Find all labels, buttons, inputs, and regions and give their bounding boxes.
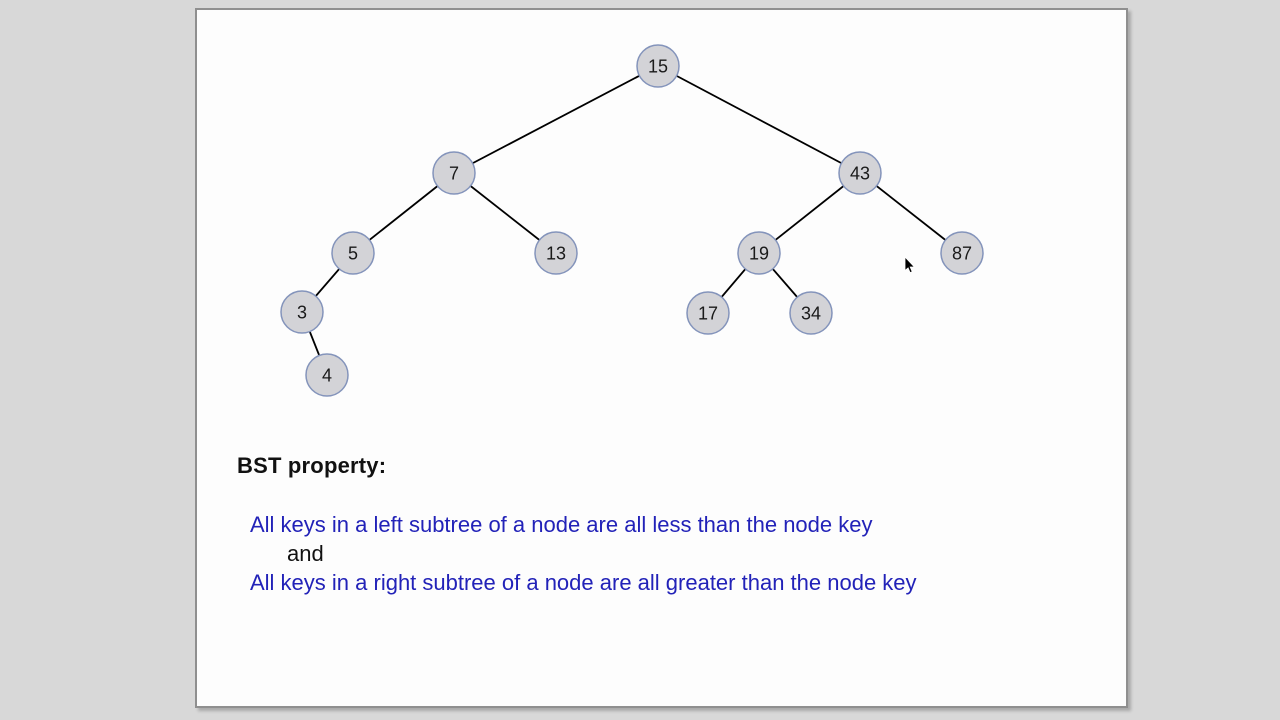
tree-node-34: 34 [789, 291, 833, 335]
bst-property-heading: BST property: [237, 453, 387, 478]
tree-edge-15-43 [657, 65, 861, 174]
tree-node-5: 5 [331, 231, 375, 275]
tree-node-circle [686, 291, 730, 335]
property-line: All keys in a left subtree of a node are… [250, 512, 873, 537]
tree-node-17: 17 [686, 291, 730, 335]
tree-node-87: 87 [940, 231, 984, 275]
tree-node-circle [636, 44, 680, 88]
slide-canvas: 15 7 43 5 13 19 87 3 17 34 4 BST property: All key… [195, 8, 1128, 708]
tree-edge-43-19 [758, 172, 861, 254]
tree-edge-19-34 [758, 252, 812, 314]
tree-node-circle [789, 291, 833, 335]
tree-node-label: 13 [546, 243, 566, 263]
tree-node-label: 7 [449, 163, 459, 183]
tree-node-label: 17 [698, 303, 718, 323]
tree-node-label: 4 [322, 365, 332, 385]
tree-node-label: 15 [648, 56, 668, 76]
tree-node-label: 43 [850, 163, 870, 183]
tree-node-label: 87 [952, 243, 972, 263]
tree-edge-5-3 [301, 252, 354, 313]
tree-node-circle [305, 353, 349, 397]
tree-node-4: 4 [305, 353, 349, 397]
tree-edge-7-5 [352, 172, 455, 254]
tree-node-label: 19 [749, 243, 769, 263]
tree-node-label: 3 [297, 302, 307, 322]
tree-edge-15-7 [453, 65, 659, 174]
tree-edge-7-13 [453, 172, 557, 254]
property-line: All keys in a right subtree of a node ar… [250, 570, 917, 595]
tree-node-label: 5 [348, 243, 358, 263]
tree-node-circle [940, 231, 984, 275]
bst-tree-diagram: 15 7 43 5 13 19 87 3 17 34 4 [280, 44, 984, 397]
tree-node-19: 19 [737, 231, 781, 275]
tree-node-13: 13 [534, 231, 578, 275]
tree-edge-3-4 [301, 311, 328, 376]
tree-node-circle [432, 151, 476, 195]
tree-node-3: 3 [280, 290, 324, 334]
mouse-cursor [904, 257, 916, 274]
tree-edge-19-17 [707, 252, 760, 314]
tree-node-circle [737, 231, 781, 275]
tree-node-43: 43 [838, 151, 882, 195]
tree-node-15: 15 [636, 44, 680, 88]
tree-node-label: 34 [801, 303, 821, 323]
tree-node-7: 7 [432, 151, 476, 195]
tree-edges [301, 65, 963, 376]
property-line: and [287, 541, 324, 566]
tree-node-circle [534, 231, 578, 275]
tree-nodes: 15 7 43 5 13 19 87 3 17 34 4 [280, 44, 984, 397]
tree-node-circle [838, 151, 882, 195]
bst-property-text: All keys in a left subtree of a node are… [250, 510, 917, 597]
tree-node-circle [280, 290, 324, 334]
tree-edge-43-87 [859, 172, 963, 254]
tree-node-circle [331, 231, 375, 275]
